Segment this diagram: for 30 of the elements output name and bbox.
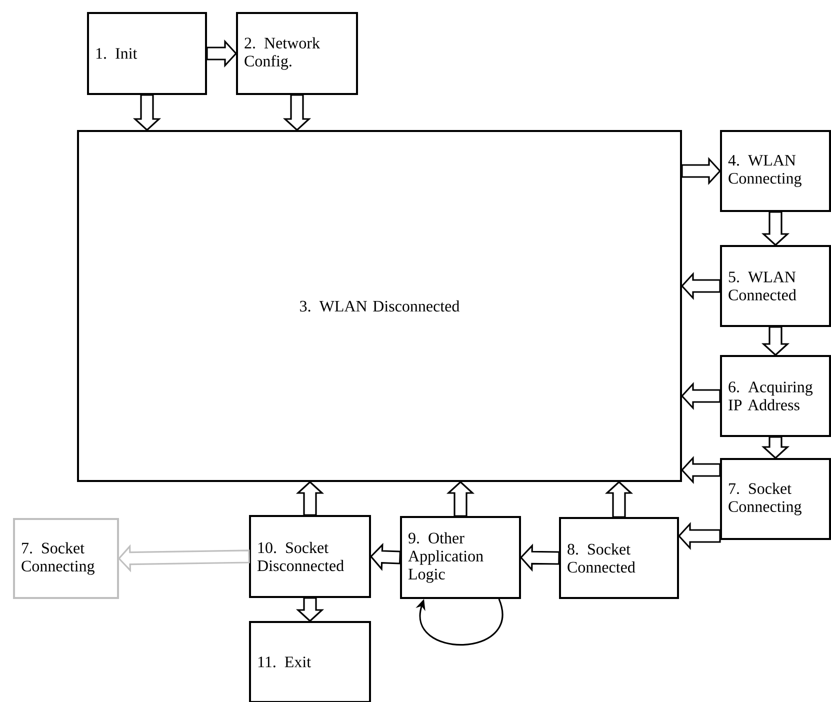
loop-arrow [416, 598, 504, 646]
block-arrow [761, 326, 790, 356]
state-box: 9. Other Application Logic [400, 516, 521, 599]
block-arrow [296, 480, 324, 516]
state-box: 7. Socket Connecting [720, 458, 831, 540]
block-arrow [520, 544, 560, 572]
block-arrow [206, 39, 238, 68]
block-arrow [678, 522, 721, 550]
state-box: 2. Network Config. [236, 12, 358, 95]
state-box: 10. Socket Disconnected [249, 515, 371, 598]
state-box: 11. Exit [249, 621, 371, 702]
block-arrow [604, 480, 634, 518]
block-arrow [118, 544, 250, 572]
block-arrow [681, 156, 722, 186]
state-box: 3. WLAN Disconnected [77, 130, 682, 482]
block-arrow [282, 94, 312, 132]
state-box: 6. Acquiring IP Address [720, 355, 831, 437]
state-box: 4. WLAN Connecting [720, 130, 831, 212]
block-arrow [680, 272, 721, 300]
block-arrow [296, 597, 324, 622]
state-box: 5. WLAN Connected [720, 245, 831, 327]
block-arrow [446, 480, 475, 517]
block-arrow [761, 211, 790, 246]
state-box: 7. Socket Connecting [13, 518, 119, 599]
block-arrow [680, 382, 721, 410]
block-arrow [680, 456, 721, 484]
state-box: 8. Socket Connected [559, 517, 679, 599]
state-box: 1. Init [87, 12, 207, 95]
block-arrow [132, 94, 162, 132]
block-arrow [761, 436, 790, 460]
